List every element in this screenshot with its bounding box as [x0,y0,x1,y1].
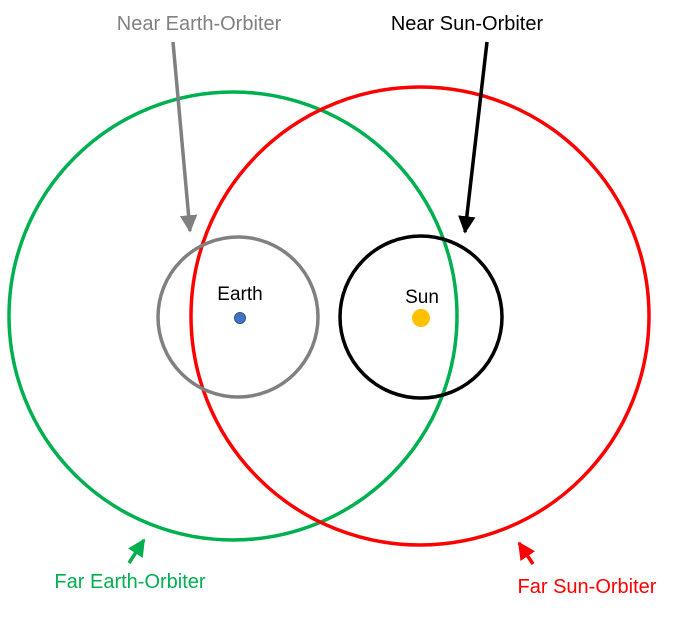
earth-label: Earth [217,284,262,305]
far-sun-orbit [189,85,651,547]
far-earth-orbiter-label: Far Earth-Orbiter [54,571,205,593]
near-sun-orbiter-label: Near Sun-Orbiter [391,13,544,35]
sun-label: Sun [405,287,439,308]
near-earth-orbiter-arrow [171,41,198,233]
far-earth-orbiter-arrow [127,538,146,564]
sun-dot [412,309,430,327]
earth-dot [234,312,246,324]
near-earth-orbiter-label: Near Earth-Orbiter [117,13,282,35]
far-sun-orbiter-label: Far Sun-Orbiter [518,576,657,598]
far-earth-orbit [7,90,459,542]
far-sun-orbiter-arrow [517,541,536,565]
near-sun-orbit [338,234,504,400]
near-earth-orbit [156,235,320,399]
near-sun-orbiter-arrow [458,41,489,234]
